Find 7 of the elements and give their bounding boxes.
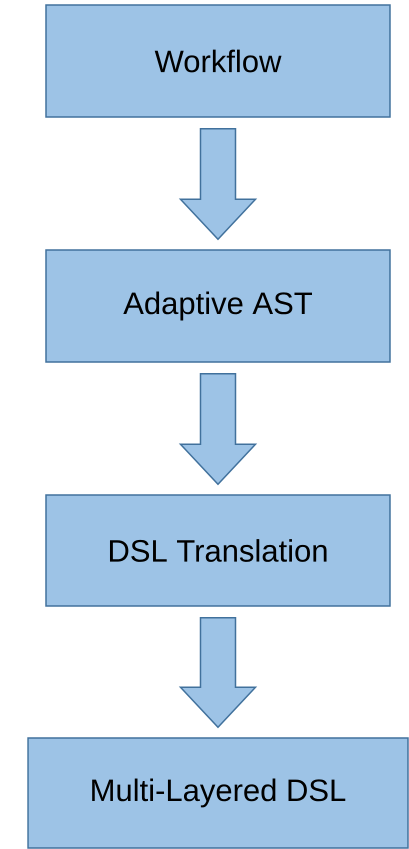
block-arrow <box>178 373 258 486</box>
process-box: DSL Translation <box>45 494 391 607</box>
process-box: Workflow <box>45 4 391 118</box>
process-box: Multi-Layered DSL <box>27 737 409 849</box>
process-box: Adaptive AST <box>45 249 391 363</box>
block-arrow <box>178 617 258 728</box>
block-arrow <box>178 128 258 240</box>
